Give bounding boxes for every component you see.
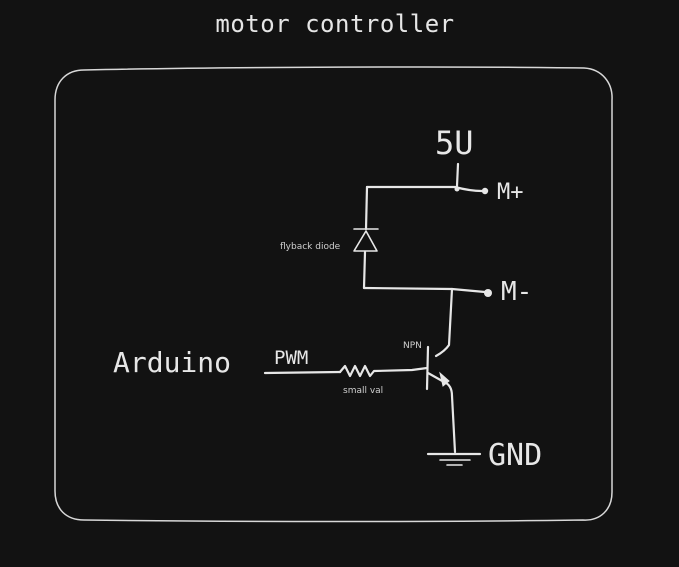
- base-resistor: [338, 364, 429, 378]
- emitter-wire: [450, 394, 457, 454]
- motor-plus-label: M+: [497, 180, 524, 205]
- ground-symbol: [426, 452, 482, 466]
- bottom-rail-wire: [362, 286, 487, 294]
- npn-label: NPN: [403, 341, 422, 351]
- five-v-label: 5U: [435, 124, 474, 162]
- motor-plus-terminal: [481, 187, 489, 195]
- pwm-label: PWM: [274, 347, 308, 369]
- resistor-label: small val: [343, 386, 383, 396]
- diagram-title: motor controller: [215, 10, 454, 38]
- motor-minus-terminal: [484, 289, 492, 297]
- outer-frame: [54, 66, 613, 523]
- flyback-diode-label: flyback diode: [280, 242, 341, 252]
- five-v-wire: [455, 162, 460, 188]
- arduino-label: Arduino: [113, 346, 231, 379]
- flyback-diode: [353, 228, 379, 252]
- top-rail-wire: [365, 185, 484, 193]
- gnd-label: GND: [488, 438, 542, 473]
- collector-wire: [434, 287, 454, 358]
- diode-wire-top: [364, 185, 369, 231]
- pwm-wire: [263, 370, 342, 375]
- diode-wire-bottom: [362, 250, 367, 290]
- motor-minus-label: M-: [501, 277, 532, 307]
